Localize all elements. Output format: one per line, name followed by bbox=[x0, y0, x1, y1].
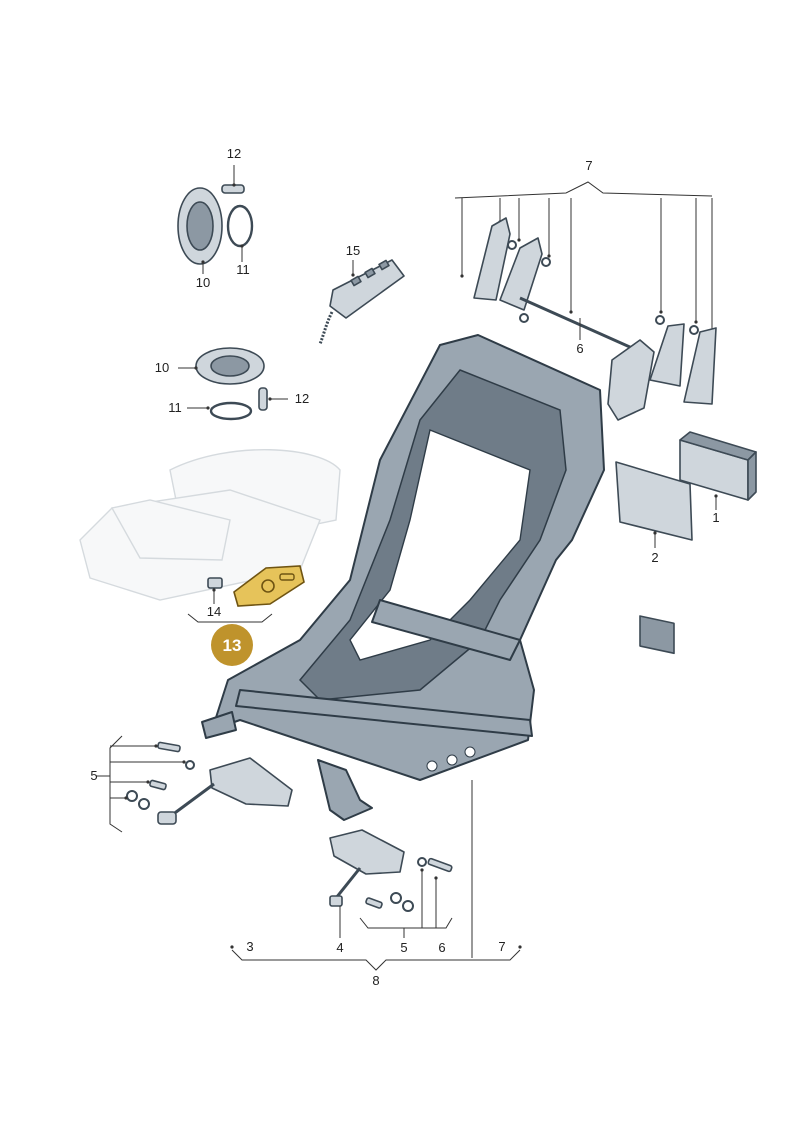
bolt-lower bbox=[427, 857, 453, 873]
recliner-plate-right bbox=[649, 323, 685, 387]
callout-12-mid: 12 bbox=[295, 391, 309, 406]
remote-control-body bbox=[329, 259, 405, 319]
speaker-mid-assembly bbox=[195, 347, 268, 421]
seat-switch-panel bbox=[233, 565, 305, 607]
callout-10-top: 10 bbox=[196, 275, 210, 290]
height-motor bbox=[209, 757, 293, 807]
remote-control bbox=[318, 259, 405, 345]
callout-10-mid: 10 bbox=[155, 360, 169, 375]
callout-8: 8 bbox=[372, 973, 379, 988]
callout-6-bottom: 6 bbox=[438, 940, 445, 955]
callout-11-mid: 11 bbox=[168, 400, 182, 415]
seat-frame bbox=[201, 334, 605, 821]
foreaft-spindle bbox=[334, 867, 362, 899]
module-bracket-body bbox=[615, 461, 693, 541]
recliner-plate-outer bbox=[683, 327, 717, 405]
callout-15: 15 bbox=[346, 243, 360, 258]
recliner-mechanism bbox=[473, 217, 717, 421]
switch-knob bbox=[207, 577, 223, 589]
height-motor-assembly bbox=[126, 741, 293, 825]
control-module bbox=[679, 431, 757, 501]
speaker-top-cone bbox=[186, 201, 214, 251]
callout-3: 3 bbox=[246, 939, 253, 954]
recliner-plate-left bbox=[473, 217, 511, 301]
callout-14: 14 bbox=[207, 604, 221, 619]
callout-2: 2 bbox=[651, 550, 658, 565]
recliner-shaft bbox=[519, 296, 651, 358]
callout-5-left: 5 bbox=[90, 768, 97, 783]
seal-ring-top bbox=[226, 204, 254, 248]
seat-cushion-ghost bbox=[79, 449, 341, 601]
callout-6-top: 6 bbox=[576, 341, 583, 356]
callout-4: 4 bbox=[336, 940, 343, 955]
recliner-bracket bbox=[499, 237, 543, 311]
seal-ring-mid bbox=[209, 401, 253, 421]
speaker-top-assembly bbox=[177, 184, 254, 265]
frame-foot-bracket bbox=[317, 759, 373, 821]
seat-switch-highlighted bbox=[207, 565, 305, 607]
recliner-motor bbox=[607, 339, 655, 421]
module-bracket bbox=[615, 461, 693, 655]
highlight-badge bbox=[211, 624, 253, 666]
callout-5-bottom: 5 bbox=[400, 940, 407, 955]
callout-12-top: 12 bbox=[227, 146, 241, 161]
callout-7-bottom: 7 bbox=[498, 939, 505, 954]
foreaft-motor bbox=[329, 829, 405, 875]
highlight-badge-number: 13 bbox=[223, 636, 242, 655]
bolt-left bbox=[157, 741, 181, 753]
screw-mid bbox=[258, 387, 268, 411]
foreaft-motor-assembly bbox=[329, 829, 453, 912]
callout-11-top: 11 bbox=[236, 262, 250, 277]
remote-cable bbox=[318, 311, 334, 345]
speaker-mid-cone bbox=[210, 355, 250, 377]
callout-7-top: 7 bbox=[585, 158, 592, 173]
callout-1: 1 bbox=[712, 510, 719, 525]
